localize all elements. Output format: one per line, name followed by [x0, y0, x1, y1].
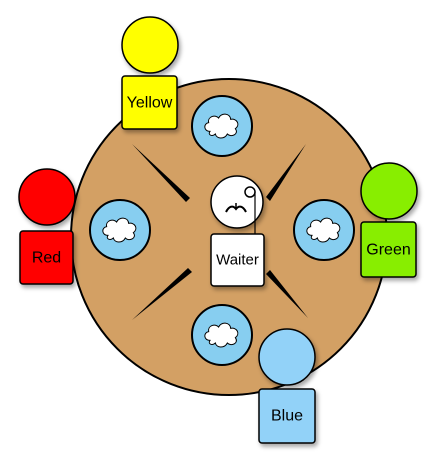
philosopher-blue-label: Blue: [271, 408, 303, 425]
person-icon: [360, 162, 418, 220]
philosopher-green: Green: [360, 162, 418, 278]
philosopher-red-label: Red: [32, 250, 61, 267]
plate-left: [89, 199, 151, 261]
philosopher-yellow: Yellow: [121, 16, 179, 130]
philosopher-blue-box: [258, 388, 316, 444]
plate-bottom: [191, 304, 253, 366]
chopstick-top-left: [132, 144, 190, 202]
philosopher-yellow-label: Yellow: [127, 95, 173, 112]
plate-top: [191, 95, 253, 157]
philosopher-green-label: Green: [366, 242, 410, 259]
person-icon: [258, 328, 316, 386]
plate-right: [293, 199, 355, 261]
chopsticks: [132, 144, 308, 320]
philosopher-red-box: [19, 230, 74, 285]
waiter-label: Waiter: [216, 252, 259, 269]
person-icon: [18, 168, 76, 226]
person-icon: [121, 16, 179, 74]
chopstick-top-right: [266, 144, 306, 201]
philosopher-red: Red: [18, 168, 76, 285]
chopstick-bottom-left: [132, 268, 192, 320]
philosopher-blue: Blue: [258, 328, 316, 444]
waiter: Waiter: [210, 175, 265, 287]
philosopher-green-box: [360, 221, 417, 278]
waiter-box: [210, 233, 265, 287]
philosopher-yellow-box: [121, 75, 178, 130]
chopstick-bottom-right: [266, 270, 308, 318]
waiter-mustache-icon: [225, 186, 256, 236]
